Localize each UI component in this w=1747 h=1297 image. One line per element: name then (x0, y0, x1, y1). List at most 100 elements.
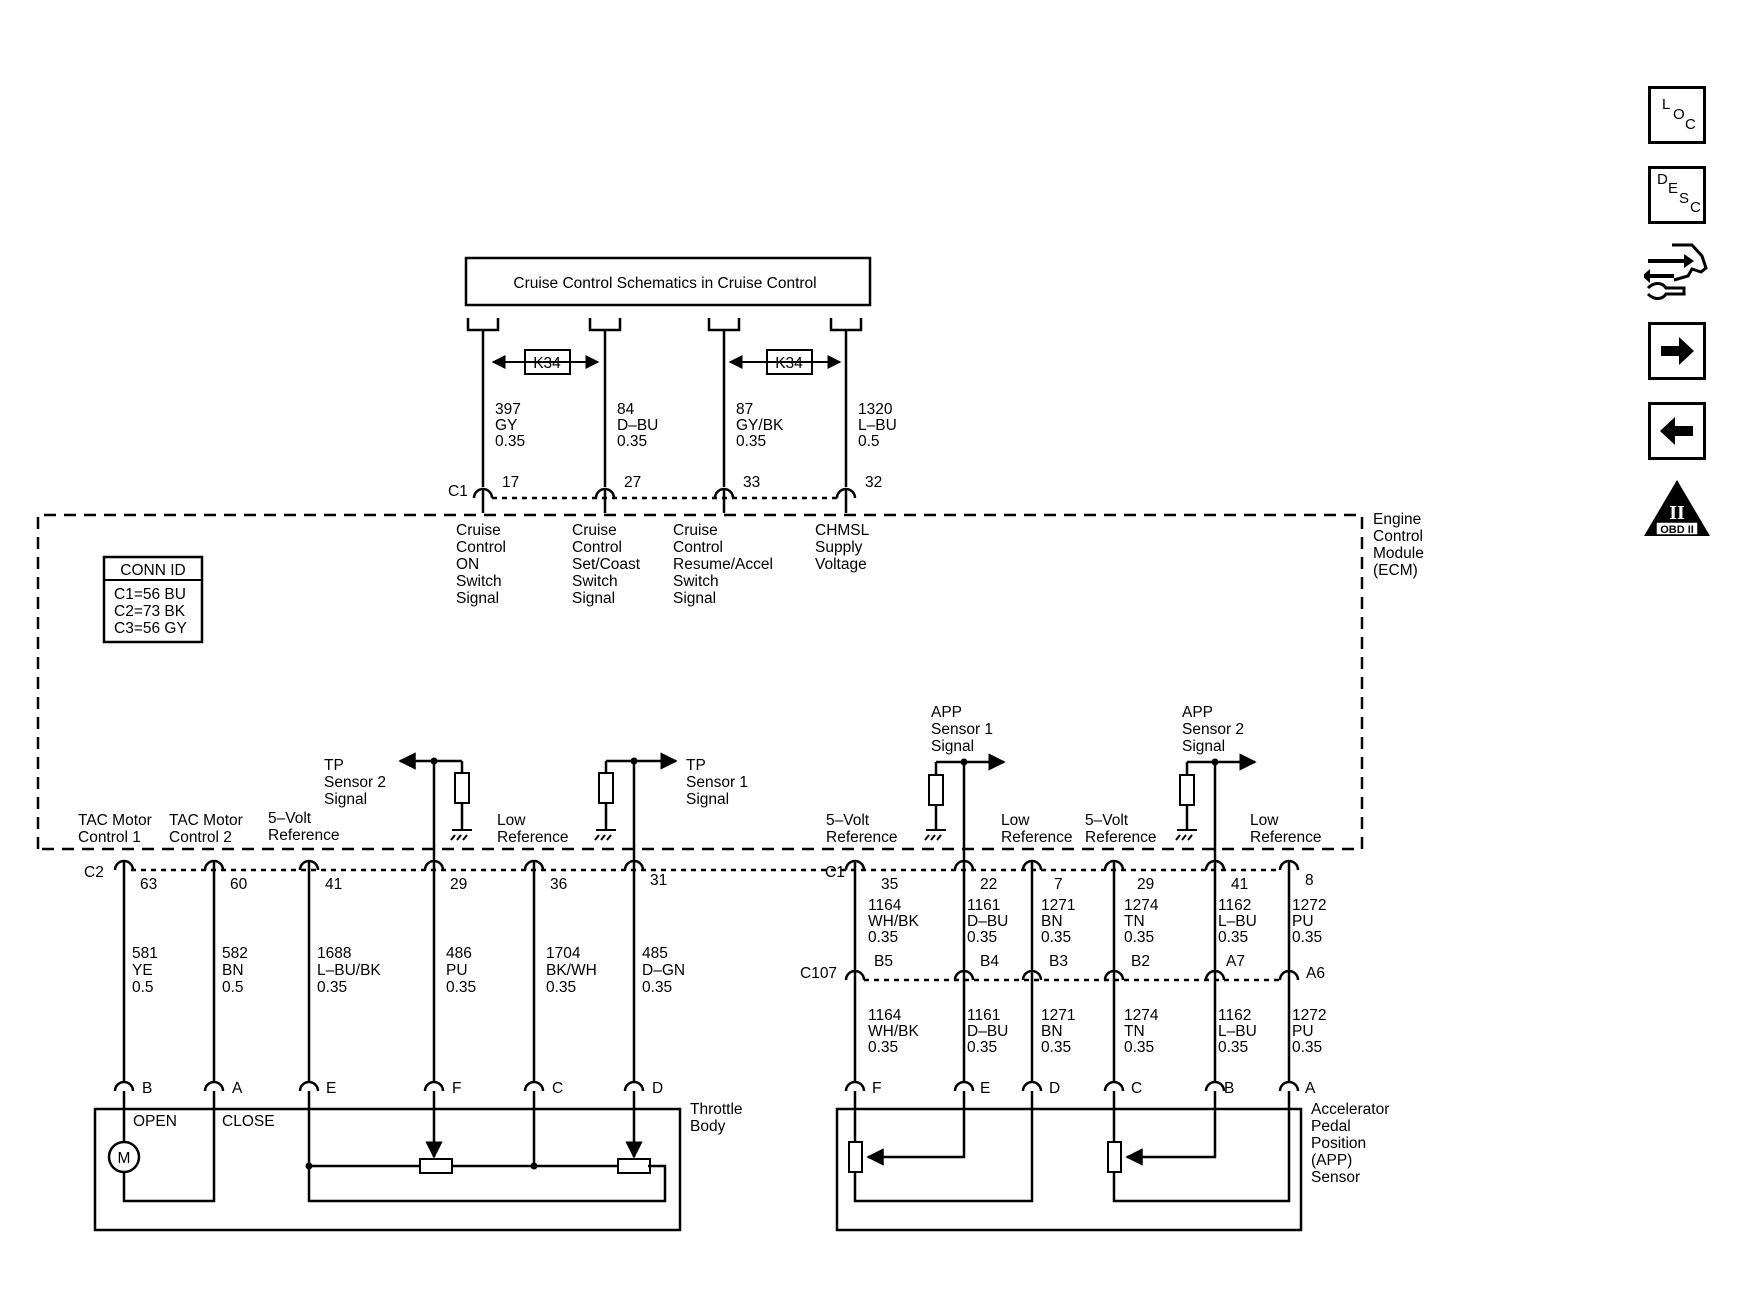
svg-text:D–BU: D–BU (967, 1023, 1008, 1040)
pin-number: 33 (743, 474, 760, 491)
svg-text:5–Volt: 5–Volt (826, 812, 870, 829)
svg-text:D–BU: D–BU (967, 913, 1008, 930)
throttle-wires (113, 859, 645, 1092)
svg-text:Sensor 1: Sensor 1 (931, 721, 993, 738)
arrow-left-icon (1660, 417, 1693, 445)
svg-text:D: D (652, 1080, 663, 1097)
wrench-hand-icon (1642, 243, 1708, 300)
svg-text:1272: 1272 (1292, 1007, 1326, 1024)
svg-text:0.35: 0.35 (967, 1039, 997, 1056)
svg-text:E: E (980, 1080, 990, 1097)
desc-letter: S (1679, 190, 1690, 207)
svg-text:C: C (552, 1080, 563, 1097)
svg-text:TN: TN (1124, 1023, 1145, 1040)
open-label: OPEN (133, 1113, 177, 1130)
svg-text:A6: A6 (1306, 965, 1325, 982)
throttle-ecm-internals (398, 752, 678, 862)
svg-text:Reference: Reference (497, 829, 569, 846)
svg-text:E: E (326, 1080, 336, 1097)
svg-text:B5: B5 (874, 953, 893, 970)
svg-text:D–GN: D–GN (642, 962, 685, 979)
wire-color: D–BU (617, 417, 658, 434)
svg-text:PU: PU (446, 962, 468, 979)
service-procedure-button[interactable] (1642, 236, 1710, 302)
svg-text:B4: B4 (980, 953, 999, 970)
upper-function-labels: Cruise Control ON Switch Signal Cruise C… (456, 522, 870, 607)
upper-wire-labels: 397 GY 0.35 84 D–BU 0.35 87 GY/BK 0.35 1… (495, 401, 897, 450)
svg-text:CHMSL: CHMSL (815, 522, 870, 539)
svg-text:60: 60 (230, 876, 248, 893)
svg-text:36: 36 (550, 876, 567, 893)
svg-text:0.35: 0.35 (1292, 1039, 1322, 1056)
svg-text:0.35: 0.35 (1041, 929, 1071, 946)
pin-number: 32 (865, 474, 882, 491)
svg-text:Cruise: Cruise (572, 522, 617, 539)
svg-text:0.35: 0.35 (868, 1039, 898, 1056)
wire-circuit: 397 (495, 401, 521, 418)
app-wires (844, 859, 1300, 1092)
svg-text:Control: Control (456, 539, 506, 556)
conn-id-row: C1=56 BU (114, 586, 186, 603)
desc-button[interactable]: D E S C (1648, 166, 1706, 224)
svg-text:WH/BK: WH/BK (868, 1023, 919, 1040)
svg-text:Signal: Signal (931, 738, 974, 755)
svg-text:Switch: Switch (456, 573, 502, 590)
svg-text:5–Volt: 5–Volt (268, 810, 312, 827)
connector-id: C2 (84, 864, 104, 881)
loc-button[interactable]: L O C (1648, 86, 1706, 144)
conn-id-row: C2=73 BK (114, 603, 186, 620)
svg-text:0.35: 0.35 (868, 929, 898, 946)
throttle-wire-labels: 581 YE 0.5 582 BN 0.5 1688 L–BU/BK 0.35 … (132, 945, 685, 996)
svg-text:0.35: 0.35 (546, 979, 576, 996)
svg-text:L–BU/BK: L–BU/BK (317, 962, 381, 979)
app-ecm-internals (924, 753, 1257, 862)
svg-text:0.35: 0.35 (1292, 929, 1322, 946)
svg-text:YE: YE (132, 962, 153, 979)
pin-number: 27 (624, 474, 641, 491)
wire-gauge: 0.35 (495, 433, 525, 450)
svg-text:Low: Low (1250, 812, 1279, 829)
throttle-pin-labels: 63 60 41 29 36 31 B A E F C D (140, 872, 667, 1097)
previous-page-button[interactable] (1648, 402, 1706, 460)
svg-text:1162: 1162 (1218, 897, 1251, 914)
lower-connectors: C2 C1 (84, 864, 1280, 881)
wire-color: GY/BK (736, 417, 784, 434)
svg-text:TAC Motor: TAC Motor (78, 812, 152, 829)
next-page-button[interactable] (1648, 322, 1706, 380)
svg-text:1161: 1161 (967, 897, 1000, 914)
svg-text:APP: APP (931, 704, 962, 721)
svg-text:0.5: 0.5 (132, 979, 154, 996)
svg-text:Signal: Signal (572, 590, 615, 607)
svg-text:29: 29 (1137, 876, 1154, 893)
svg-text:29: 29 (450, 876, 467, 893)
wire-color: L–BU (858, 417, 897, 434)
svg-text:Signal: Signal (686, 791, 729, 808)
throttle-function-labels: TP Sensor 2 Signal TP Sensor 1 Signal TA… (78, 757, 748, 846)
svg-text:Reference: Reference (1001, 829, 1073, 846)
inline-connector-id: C107 (800, 965, 837, 982)
svg-text:Reference: Reference (1085, 829, 1157, 846)
obd-ii-button[interactable]: II OBD II (1644, 478, 1710, 544)
ecm-boundary (36, 513, 1364, 851)
svg-text:C: C (1131, 1080, 1142, 1097)
svg-text:Sensor 1: Sensor 1 (686, 774, 748, 791)
svg-text:Control: Control (572, 539, 622, 556)
svg-text:BN: BN (1041, 913, 1063, 930)
svg-text:Control: Control (1373, 528, 1423, 545)
svg-text:1704: 1704 (546, 945, 581, 962)
svg-text:Throttle: Throttle (690, 1101, 743, 1118)
svg-text:B: B (142, 1080, 152, 1097)
svg-text:1164: 1164 (868, 1007, 902, 1024)
svg-text:1688: 1688 (317, 945, 351, 962)
svg-text:581: 581 (132, 945, 158, 962)
throttle-body-component: M OPEN CLOSE (93, 1091, 682, 1232)
svg-text:Control 1: Control 1 (78, 829, 141, 846)
svg-text:1274: 1274 (1124, 1007, 1159, 1024)
svg-text:Body: Body (690, 1118, 726, 1135)
svg-text:Reference: Reference (268, 827, 340, 844)
header-box-text: Cruise Control Schematics in Cruise Cont… (513, 275, 816, 292)
wire-circuit: 87 (736, 401, 753, 418)
app-wire-labels-upper: 1164 WH/BK 0.35 1161 D–BU 0.35 1271 BN 0… (868, 897, 1326, 946)
cruise-control-schematic-link[interactable]: Cruise Control Schematics in Cruise Cont… (464, 256, 872, 307)
obd-ii-icon: II OBD II (1644, 480, 1710, 536)
